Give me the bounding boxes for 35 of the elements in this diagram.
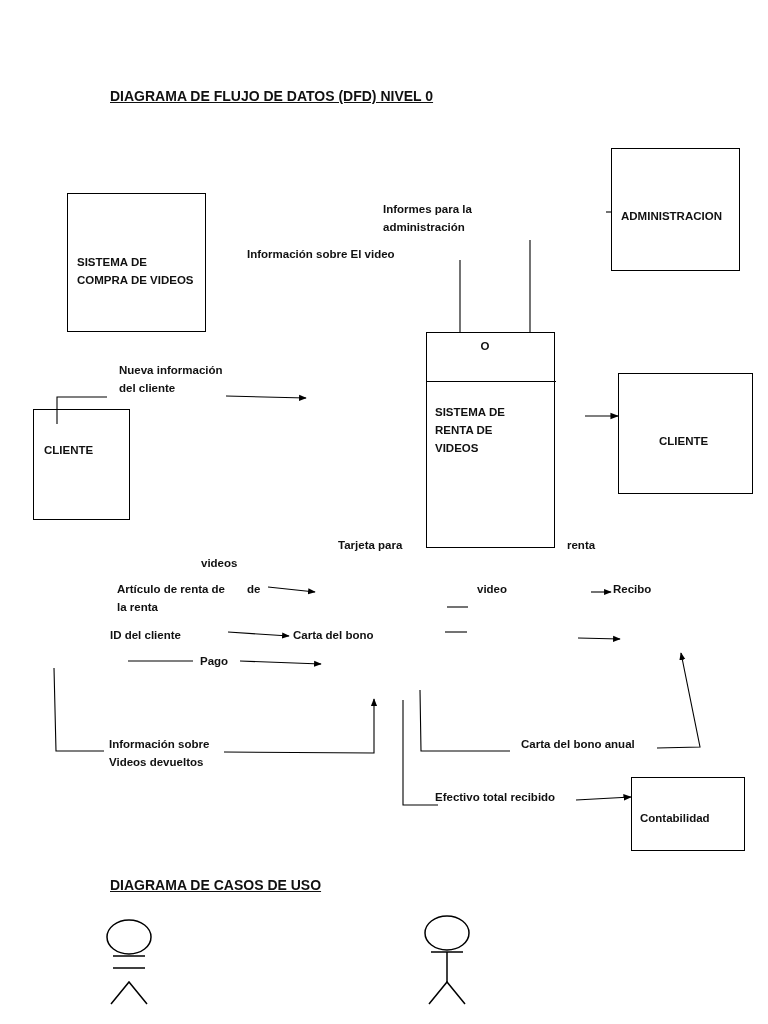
actor-figure xyxy=(104,918,154,1006)
flow-label: Información sobre El video xyxy=(247,247,395,262)
node-label: CLIENTE xyxy=(659,434,710,449)
node-label: SISTEMA DE RENTA DE VIDEOS xyxy=(435,405,506,456)
flow-label: Pago xyxy=(200,654,229,669)
flow-label: Carta del bono anual xyxy=(521,737,635,752)
flow-label: Efectivo total recibido xyxy=(435,790,556,805)
entity-box xyxy=(33,409,130,520)
flow-label: Carta del bono xyxy=(293,628,374,643)
diagram-title: DIAGRAMA DE FLUJO DE DATOS (DFD) NIVEL 0 xyxy=(110,88,434,104)
entity-box xyxy=(67,193,206,332)
flow-label: Recibo xyxy=(613,582,652,597)
entity-box xyxy=(611,148,740,271)
node-label: Contabilidad xyxy=(640,811,711,826)
flow-label: videos xyxy=(201,556,238,571)
flow-label: Informes para la administración xyxy=(383,202,473,235)
flow-arrow xyxy=(584,412,619,420)
flow-label: ID del cliente xyxy=(110,628,181,643)
entity-box xyxy=(631,777,745,851)
node-label: SISTEMA DE COMPRA DE VIDEOS xyxy=(77,255,195,288)
flow-label: Tarjeta para xyxy=(338,538,403,553)
node-label: ADMINISTRACION xyxy=(621,209,723,224)
flow-label: de xyxy=(247,582,261,597)
flow-label: Artículo de renta de la renta xyxy=(117,582,226,615)
section-heading: DIAGRAMA DE CASOS DE USO xyxy=(110,877,322,893)
entity-box xyxy=(618,373,753,494)
flow-arrow xyxy=(575,794,632,801)
flow-label: renta xyxy=(567,538,596,553)
process-number: O xyxy=(479,339,491,354)
entity-box xyxy=(426,332,555,548)
flow-label: Nueva información del cliente xyxy=(119,363,224,396)
actor-figure xyxy=(422,914,472,1006)
node-label: CLIENTE xyxy=(44,443,95,458)
flow-label: video xyxy=(477,582,508,597)
flow-label: Información sobre Videos devueltos xyxy=(109,737,211,770)
